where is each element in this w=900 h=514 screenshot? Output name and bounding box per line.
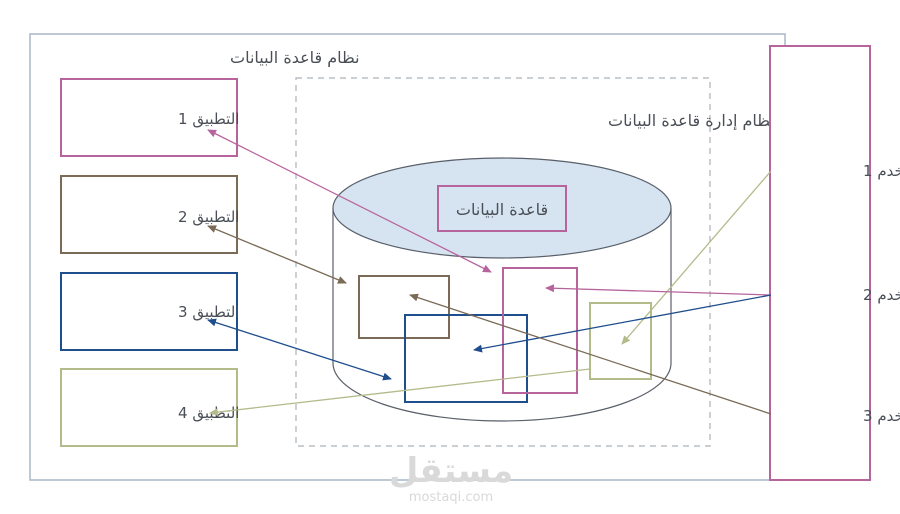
arrow-user2-to-blue-view	[473, 294, 772, 353]
application-3-label: التطبيق 3	[178, 303, 239, 321]
arrow-user1-to-green-view	[621, 170, 772, 345]
arrow-green-view-to-app4	[209, 368, 591, 417]
arrow-user3-to-brown-view	[409, 293, 772, 415]
watermark-arabic: مستقل	[389, 451, 513, 491]
arrow-user2-to-pink-view	[545, 284, 772, 296]
application-4-box	[60, 368, 238, 447]
database-system-title: نظام قاعدة البيانات	[230, 48, 360, 67]
application-1-box	[60, 78, 238, 157]
application-4-label: التطبيق 4	[178, 404, 239, 422]
database-label: قاعدة البيانات	[456, 200, 548, 219]
dbms-title: نظام إدارة قاعدة البيانات	[608, 111, 775, 131]
application-2-label: التطبيق 2	[178, 208, 239, 226]
user-3-label: المستخدم 3	[863, 407, 900, 425]
application-3-box	[60, 272, 238, 351]
view-box-green	[589, 302, 652, 380]
arrow-app3-to-blue-view	[207, 318, 392, 381]
watermark-latin: mostaqi.com	[409, 490, 493, 505]
application-1-label: التطبيق 1	[178, 110, 239, 128]
users-panel	[769, 45, 871, 481]
user-2-label: المستخدم 2	[863, 286, 900, 304]
view-box-blue	[404, 314, 528, 403]
user-1-label: المستخدم 1	[863, 162, 900, 180]
arrow-app2-to-brown-view	[207, 225, 347, 284]
arrow-app1-to-pink-view	[207, 129, 492, 273]
